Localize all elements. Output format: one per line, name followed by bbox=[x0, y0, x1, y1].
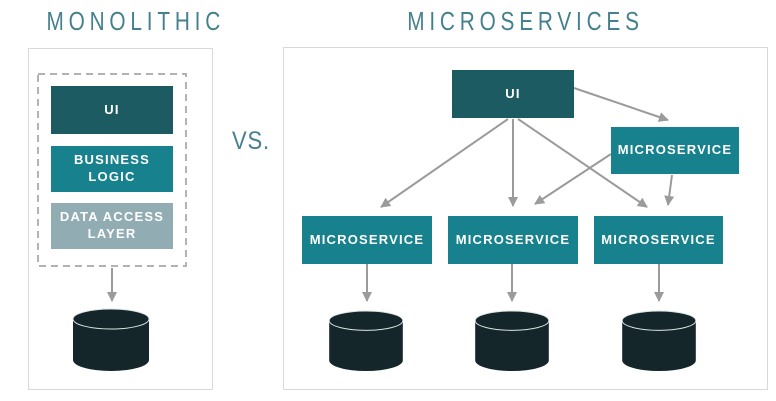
monolithic-title: MONOLITHIC bbox=[46, 6, 226, 36]
monolith-business-logic-box: BUSINESS LOGIC bbox=[51, 146, 173, 192]
micro-ui-label: UI bbox=[505, 85, 521, 101]
arrow-ui-to-right-microservice bbox=[573, 87, 669, 122]
arrow-right-microservice-to-microservice-2 bbox=[534, 153, 612, 205]
microservice-box-right: MICROSERVICE bbox=[611, 127, 739, 174]
database-icon bbox=[474, 310, 550, 372]
database-icon bbox=[621, 310, 697, 372]
database-icon bbox=[72, 308, 150, 371]
micro-ui-box: UI bbox=[452, 70, 574, 118]
monolith-data-access-box: DATA ACCESS LAYER bbox=[51, 203, 173, 249]
microservice-box-2: MICROSERVICE bbox=[448, 216, 578, 264]
microservice-2-label: MICROSERVICE bbox=[455, 231, 571, 247]
microservices-panel: UI MICROSERVICE MICROSERVICE MICROSERVIC… bbox=[283, 47, 768, 390]
monolith-dashed-boundary bbox=[37, 73, 187, 267]
monolith-ui-label: UI bbox=[104, 101, 120, 117]
arrow-ui-to-microservice-3 bbox=[517, 118, 648, 208]
microservice-box-3: MICROSERVICE bbox=[594, 216, 723, 264]
monolithic-panel: UI BUSINESS LOGIC DATA ACCESS LAYER bbox=[28, 48, 213, 390]
database-icon bbox=[328, 310, 404, 372]
vs-label: VS. bbox=[231, 127, 271, 155]
monolith-business-logic-label: BUSINESS LOGIC bbox=[73, 152, 151, 184]
arrow-right-microservice-to-microservice-3 bbox=[664, 174, 675, 206]
monolith-data-access-label: DATA ACCESS LAYER bbox=[59, 209, 165, 241]
monolith-ui-box: UI bbox=[51, 86, 173, 134]
microservice-right-label: MICROSERVICE bbox=[617, 142, 733, 158]
microservice-1-label: MICROSERVICE bbox=[309, 231, 425, 247]
microservices-connector-layer bbox=[362, 87, 675, 302]
microservice-box-1: MICROSERVICE bbox=[302, 216, 432, 264]
microservice-3-label: MICROSERVICE bbox=[601, 231, 716, 247]
microservices-title: MICROSERVICES bbox=[407, 6, 644, 36]
arrow-ui-to-microservice-1 bbox=[380, 118, 509, 208]
monolithic-connector-layer bbox=[37, 73, 187, 302]
